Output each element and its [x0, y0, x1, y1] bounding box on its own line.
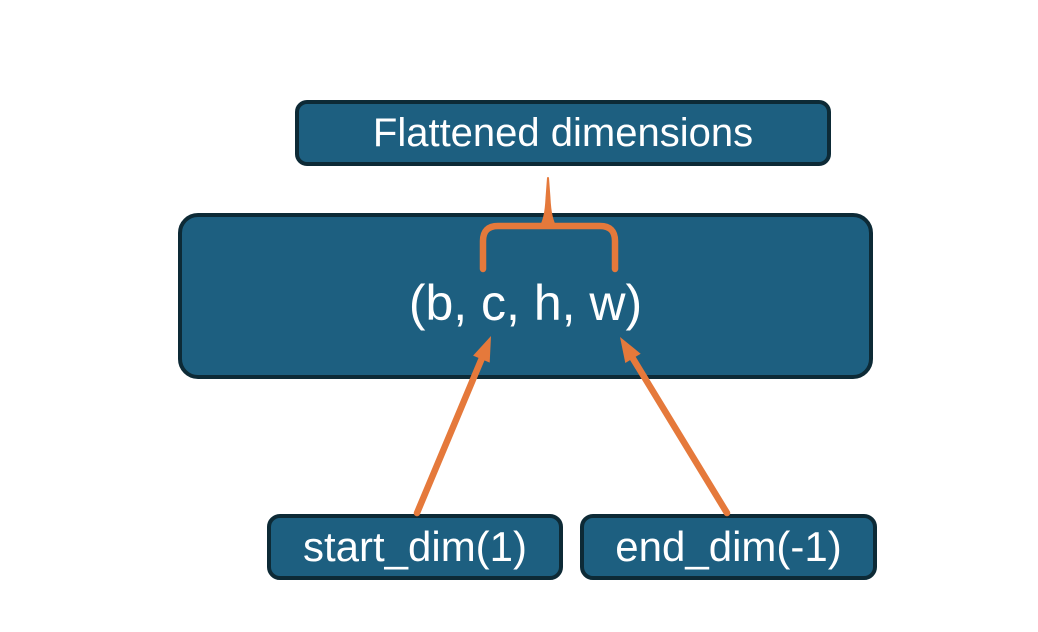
start-dim-box: start_dim(1) — [267, 514, 563, 580]
end-dim-label: end_dim(-1) — [615, 523, 842, 570]
start-dim-label: start_dim(1) — [302, 523, 528, 570]
start-dim-arrow — [413, 354, 486, 517]
flattened-dimensions-box: Flattened dimensions — [295, 100, 831, 166]
tensor-shape-label: (b, c, h, w) — [408, 275, 643, 331]
end-dim-box: end_dim(-1) — [580, 514, 877, 580]
flattened-dimensions-label: Flattened dimensions — [372, 110, 754, 155]
end-dim-arrow — [628, 353, 731, 517]
tensor-shape-box: (b, c, h, w) — [178, 213, 873, 379]
